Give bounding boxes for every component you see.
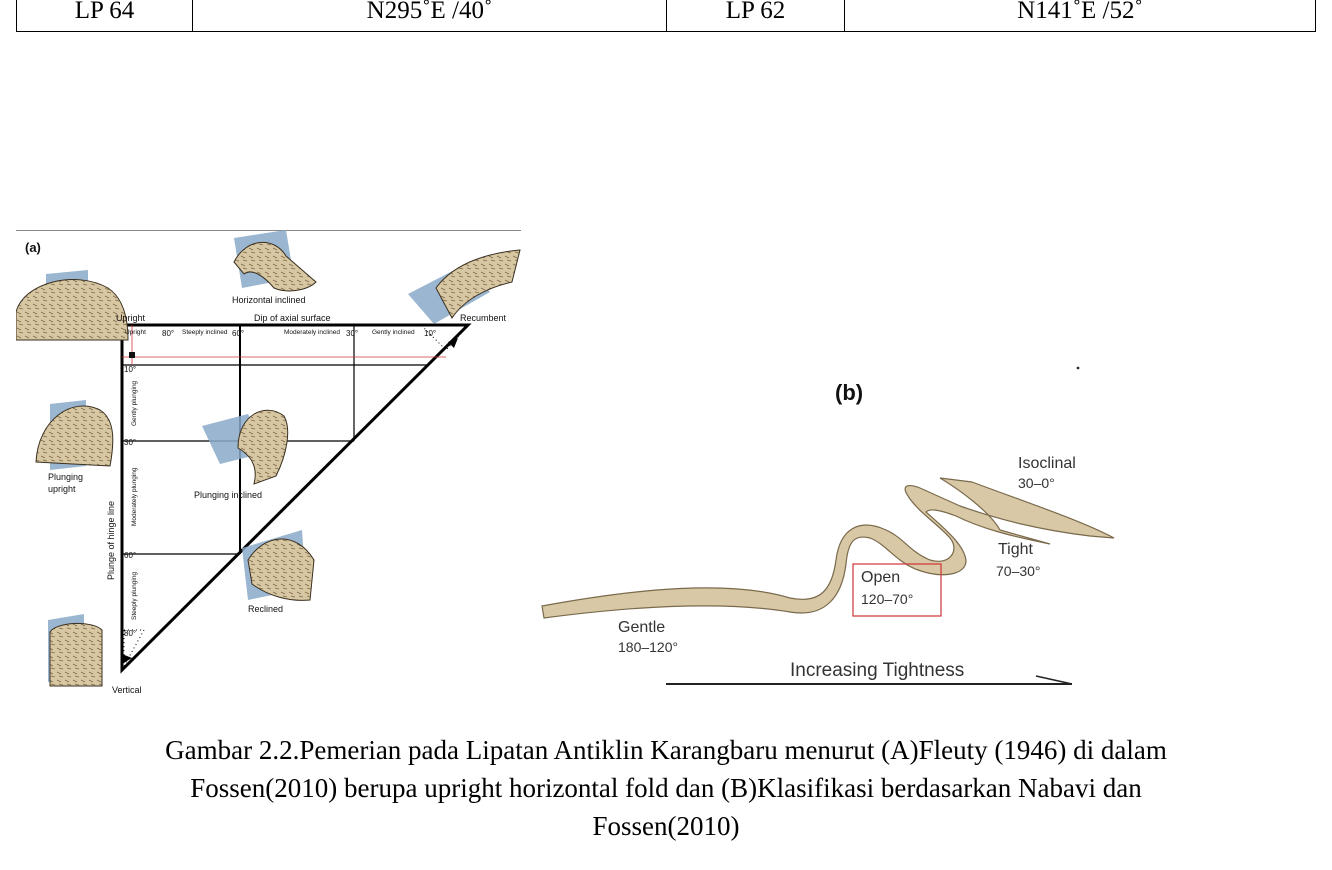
table-cell-station-2: LP 62 xyxy=(667,0,845,31)
label-plunging-inclined: Plunging inclined xyxy=(194,490,262,500)
fold-icon-reclined xyxy=(242,530,315,601)
fold-icon-recumbent xyxy=(408,249,521,324)
caption-line-3: Fossen(2010) xyxy=(592,811,740,841)
left-tick-30: 30° xyxy=(124,438,136,447)
fold-icon-horizontal-inclined xyxy=(233,230,317,292)
caption-line-2: Fossen(2010) berupa upright horizontal f… xyxy=(190,773,1142,803)
label-steeply-inclined: Steeply inclined xyxy=(182,329,228,336)
label-vertical: Vertical xyxy=(112,685,142,695)
label-dip-axial-surface: Dip of axial surface xyxy=(254,313,331,323)
label-gently-plunging: Gently plunging xyxy=(131,380,138,426)
table-cell-orientation-2: N141˚E /52˚ xyxy=(1017,0,1143,24)
figure-caption: Gambar 2.2.Pemerian pada Lipatan Antikli… xyxy=(30,731,1302,845)
label-recumbent: Recumbent xyxy=(460,313,507,323)
figure-b-tightness-diagram: (b) Isoclinal 30–0° Tight 70–30° Open 12… xyxy=(520,360,1140,698)
class-name-isoclinal: Isoclinal xyxy=(1018,455,1076,472)
figure-b-panel-label: (b) xyxy=(835,380,863,405)
top-tick-80: 80° xyxy=(162,329,174,338)
figure-a-fleuty-diagram: (a) Horizontal inclined Upright Dip of a… xyxy=(16,230,521,698)
fold-icon-upright xyxy=(16,270,129,341)
axis-label-increasing-tightness: Increasing Tightness xyxy=(790,660,964,681)
label-steeply-plunging: Steeply plunging xyxy=(131,572,138,620)
folded-layer xyxy=(541,477,1115,619)
figure-a-panel-label: (a) xyxy=(25,240,41,255)
class-range-open: 120–70° xyxy=(861,591,913,607)
fold-icon-plunging-upright xyxy=(35,400,114,470)
label-moderately-plunging: Moderately plunging xyxy=(131,467,138,526)
left-tick-10: 10° xyxy=(124,365,136,374)
label-gently-inclined: Gently inclined xyxy=(372,329,415,336)
class-name-gentle: Gentle xyxy=(618,619,665,636)
class-range-isoclinal: 30–0° xyxy=(1018,475,1055,491)
fold-icon-vertical xyxy=(48,614,103,687)
label-moderately-inclined: Moderately inclined xyxy=(284,329,340,336)
label-upright-small: Upright xyxy=(125,329,146,336)
table-row: LP 64 N295˚E /40˚ LP 62 N141˚E /52˚ xyxy=(16,0,1316,32)
class-range-tight: 70–30° xyxy=(996,563,1041,579)
left-tick-60: 60° xyxy=(124,551,136,560)
label-plunge-of-hinge-line: Plunge of hinge line xyxy=(106,501,116,580)
open-highlight-box xyxy=(852,563,942,617)
class-name-tight: Tight xyxy=(998,541,1034,558)
top-tick-60: 60° xyxy=(232,329,244,338)
top-tick-30: 30° xyxy=(346,329,358,338)
class-name-open: Open xyxy=(861,569,900,586)
top-tick-10: 10° xyxy=(424,329,436,338)
class-range-gentle: 180–120° xyxy=(618,639,678,655)
label-plunging-upright-line1: Plunging xyxy=(48,472,83,482)
label-upright: Upright xyxy=(116,313,146,323)
label-reclined: Reclined xyxy=(248,604,283,614)
table-cell-orientation-1: N295˚E /40˚ xyxy=(193,0,667,31)
left-tick-80: 80° xyxy=(124,629,136,638)
label-horizontal-inclined: Horizontal inclined xyxy=(232,295,306,305)
table-cell-station-1: LP 64 xyxy=(17,0,193,31)
fold-icon-plunging-inclined xyxy=(202,409,289,485)
label-plunging-upright-line2: upright xyxy=(48,484,76,494)
caption-line-1: Gambar 2.2.Pemerian pada Lipatan Antikli… xyxy=(165,735,1167,765)
